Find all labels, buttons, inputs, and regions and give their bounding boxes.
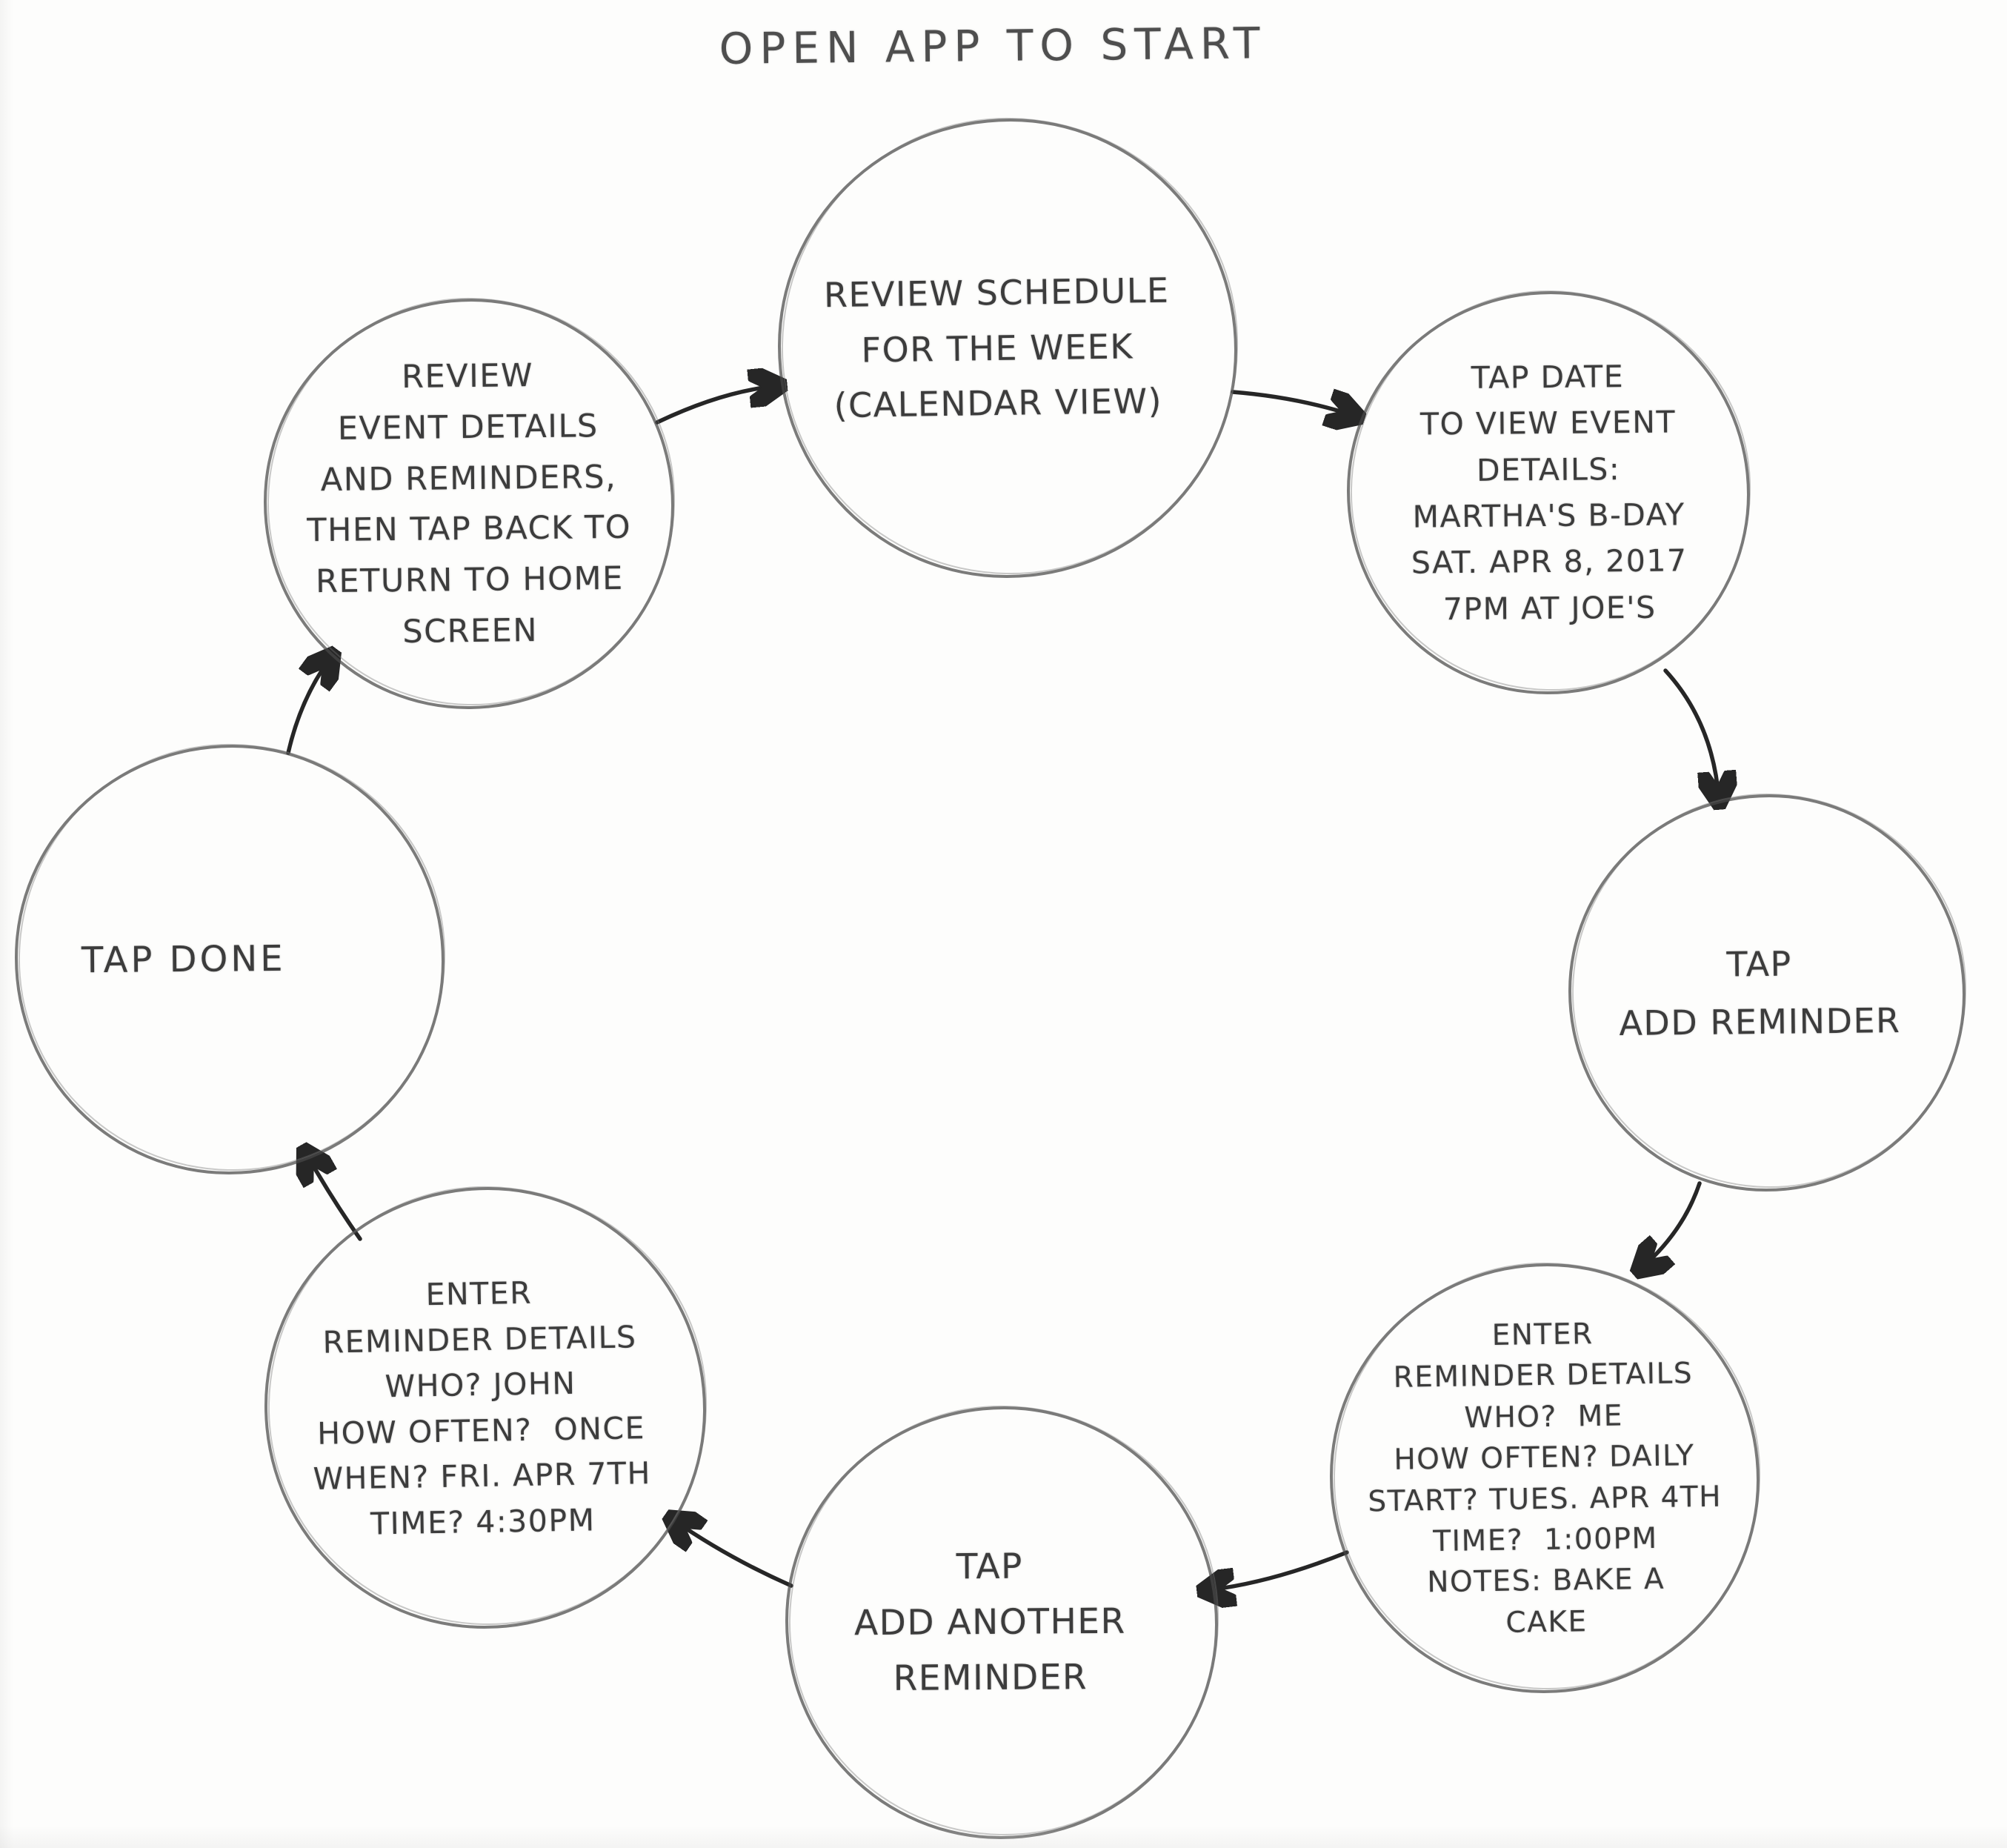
node-enter-reminder-details-me: ENTER REMINDER DETAILS WHO? ME HOW OFTEN… <box>1330 1263 1760 1693</box>
node-enter-reminder-details-john: ENTER REMINDER DETAILS WHO? JOHN HOW OFT… <box>264 1187 706 1629</box>
node-review-event-details: REVIEW EVENT DETAILS AND REMINDERS, THEN… <box>264 299 674 709</box>
arrow-enter-details-john-to-tap-done <box>307 1154 362 1241</box>
node-tap-date: TAP DATE TO VIEW EVENT DETAILS: MARTHA'S… <box>1347 291 1750 694</box>
node-tap-date-label: TAP DATE TO VIEW EVENT DETAILS: MARTHA'S… <box>1411 359 1688 627</box>
node-review-schedule-label: REVIEW SCHEDULE FOR THE WEEK (CALENDAR V… <box>823 270 1170 426</box>
arrow-tap-done-to-review-event <box>286 658 330 755</box>
node-tap-add-reminder: TAP ADD REMINDER <box>1568 794 1966 1191</box>
arrow-add-another-to-enter-details-john <box>674 1520 793 1588</box>
node-tap-done: TAP DONE <box>15 745 445 1174</box>
arrow-review-event-to-review-schedule <box>655 386 776 425</box>
node-tap-add-another-reminder: TAP ADD ANOTHER REMINDER <box>785 1406 1218 1839</box>
arrow-enter-details-me-to-add-another <box>1208 1550 1349 1590</box>
node-review-event-details-label: REVIEW EVENT DETAILS AND REMINDERS, THEN… <box>307 356 632 651</box>
node-review-schedule: REVIEW SCHEDULE FOR THE WEEK (CALENDAR V… <box>778 119 1237 578</box>
node-enter-reminder-details-me-label: ENTER REMINDER DETAILS WHO? ME HOW OFTEN… <box>1368 1317 1723 1639</box>
node-tap-add-another-reminder-label: TAP ADD ANOTHER REMINDER <box>853 1546 1126 1700</box>
arrow-tap-add-reminder-to-enter-details-me <box>1642 1181 1702 1268</box>
node-enter-reminder-details-john-label: ENTER REMINDER DETAILS WHO? JOHN HOW OFT… <box>313 1274 652 1541</box>
arrow-tap-date-to-tap-add-reminder <box>1663 668 1719 799</box>
node-tap-add-reminder-label: TAP ADD REMINDER <box>1619 943 1901 1043</box>
node-tap-done-label: TAP DONE <box>81 937 287 981</box>
arrow-review-schedule-to-tap-date <box>1231 392 1354 416</box>
